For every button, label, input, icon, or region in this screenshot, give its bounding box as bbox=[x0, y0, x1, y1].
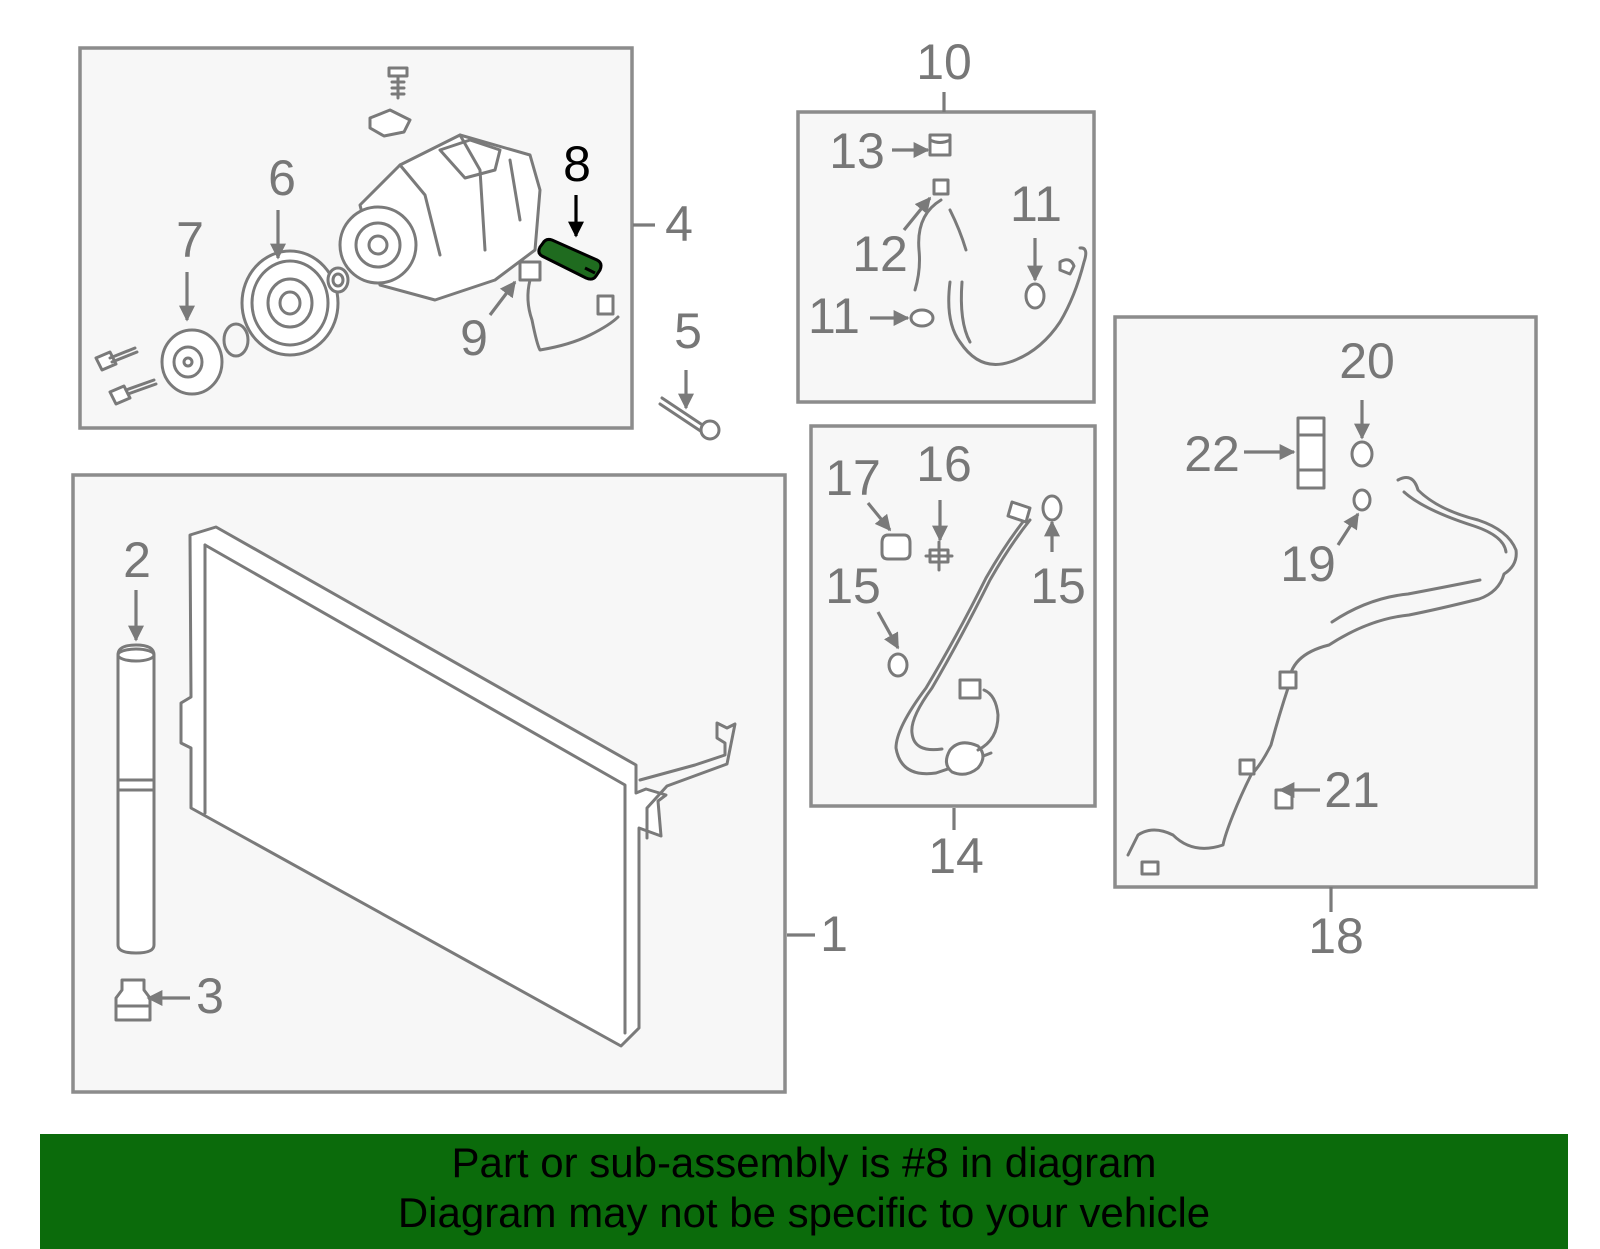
callout-19: 19 bbox=[1280, 536, 1336, 592]
callout-13: 13 bbox=[829, 123, 885, 179]
callout-9: 9 bbox=[460, 310, 488, 366]
callout-15-left: 15 bbox=[825, 558, 881, 614]
banner-line-1: Part or sub-assembly is #8 in diagram bbox=[451, 1139, 1157, 1186]
callout-8: 8 bbox=[563, 136, 591, 192]
compressor-assembly bbox=[338, 66, 542, 302]
callout-6: 6 bbox=[268, 150, 296, 206]
leader-lines bbox=[128, 92, 1370, 1006]
callout-11-left: 11 bbox=[808, 288, 860, 344]
callout-14: 14 bbox=[928, 828, 984, 884]
part-9-wiring-harness bbox=[518, 260, 620, 352]
callout-12: 12 bbox=[852, 226, 908, 282]
callout-5: 5 bbox=[674, 303, 702, 359]
hose-14-group-box bbox=[809, 424, 1097, 808]
callout-10: 10 bbox=[916, 34, 972, 90]
callout-16: 16 bbox=[916, 436, 972, 492]
part-3-plug bbox=[114, 978, 152, 1022]
callout-15-right: 15 bbox=[1030, 558, 1086, 614]
callout-21: 21 bbox=[1324, 762, 1380, 818]
part-8-pressure-switch bbox=[537, 237, 603, 281]
part-6-clutch-pulley bbox=[240, 249, 350, 357]
part-2-receiver-drier bbox=[116, 643, 156, 955]
hose-14-assembly bbox=[880, 494, 1063, 776]
callout-3: 3 bbox=[196, 968, 224, 1024]
part-7-clutch-hub bbox=[94, 322, 250, 406]
callout-17: 17 bbox=[825, 450, 881, 506]
callout-7: 7 bbox=[176, 212, 204, 268]
line-18-assembly bbox=[1126, 416, 1518, 876]
callout-20: 20 bbox=[1339, 333, 1395, 389]
callout-11-right: 11 bbox=[1010, 176, 1062, 232]
hose-10-group-box bbox=[796, 110, 1096, 404]
info-banner: Part or sub-assembly is #8 in diagram Di… bbox=[40, 1134, 1568, 1249]
callout-2: 2 bbox=[123, 532, 151, 588]
callout-1: 1 bbox=[820, 906, 848, 962]
part-5-bolt bbox=[658, 396, 721, 441]
callout-18: 18 bbox=[1308, 908, 1364, 964]
banner-line-2: Diagram may not be specific to your vehi… bbox=[397, 1189, 1211, 1236]
callout-labels: 8 6 7 9 4 5 2 3 1 10 13 12 11 11 14 17 1… bbox=[123, 34, 1395, 1024]
callout-22: 22 bbox=[1184, 426, 1240, 482]
part-1-condenser bbox=[179, 525, 737, 1048]
callout-4: 4 bbox=[665, 196, 693, 252]
